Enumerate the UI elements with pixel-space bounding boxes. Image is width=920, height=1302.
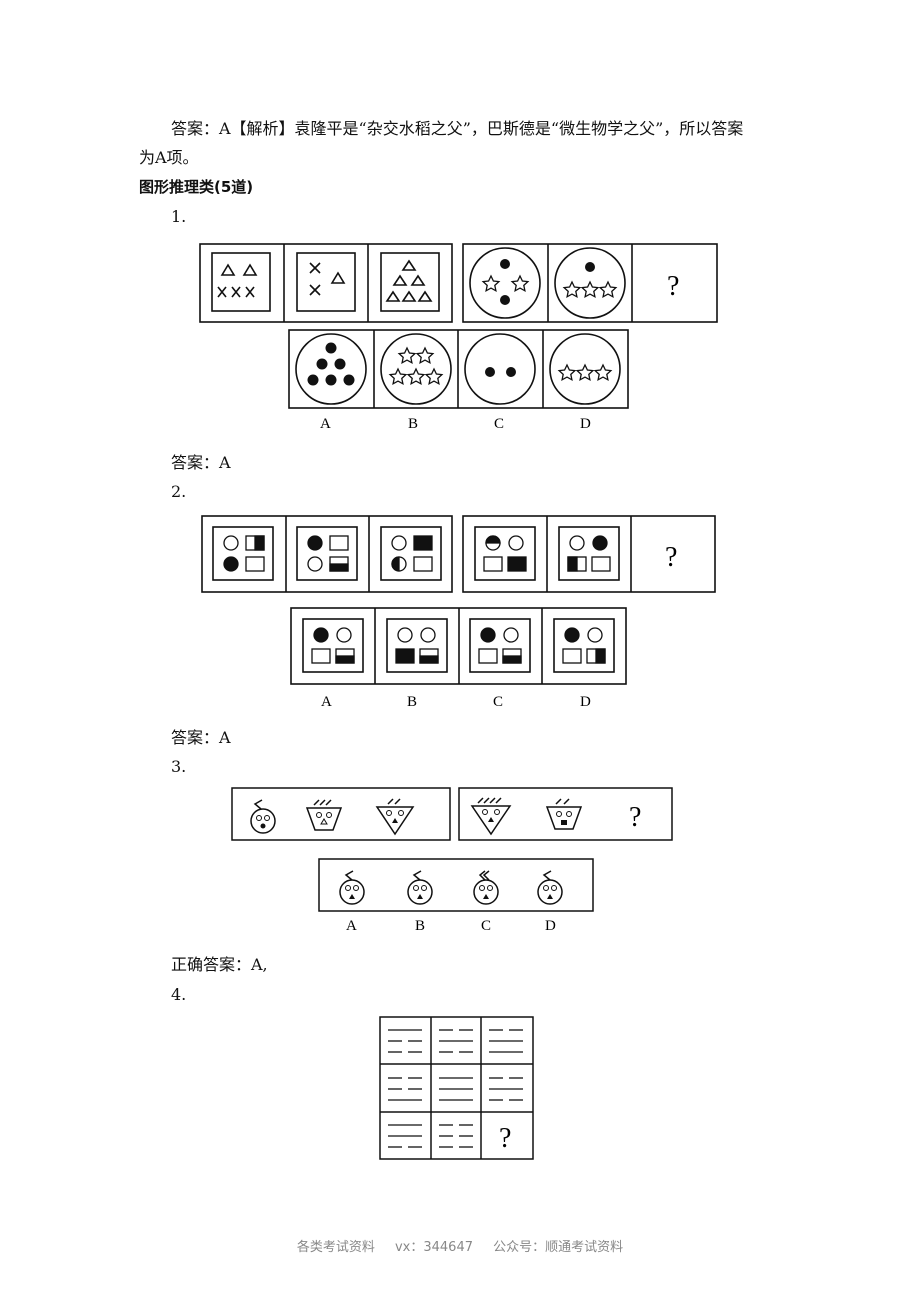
q3-number: 3. [171,757,187,776]
q2-option-c: C [493,694,503,710]
q4-question-mark: ? [499,1123,511,1154]
footer-left: 各类考试资料 [296,1240,375,1255]
q2-option-d: D [580,694,591,710]
page-footer: 各类考试资料 vx：344647 公众号：顺通考试资料 [0,1236,920,1255]
q1-option-a: A [320,416,331,432]
footer-account: 公众号：顺通考试资料 [493,1240,624,1255]
q1-option-c: C [494,416,504,432]
q2-number: 2. [171,482,187,501]
q3-option-c: C [481,918,491,934]
prev-answer-line2: 为A项。 [139,148,199,167]
q3-option-a: A [346,918,357,934]
q2-answer: 答案：A [171,728,231,747]
q3-question-figure: ? A B C D [231,787,673,934]
q3-question-mark: ? [629,802,641,833]
q4-question-figure: ? [379,1016,534,1160]
q1-option-b: B [408,416,418,432]
q1-answer: 答案：A [171,453,231,472]
q2-option-a: A [321,694,332,710]
prev-answer-line1: 答案：A【解析】袁隆平是“杂交水稻之父”，巴斯德是“微生物学之父”，所以答案 [171,119,744,138]
q3-option-b: B [415,918,425,934]
q1-question-figure: ? A B C D [199,243,718,432]
q1-number: 1. [171,207,187,226]
q3-option-d: D [545,918,556,934]
section-title: 图形推理类(5道) [139,178,254,196]
footer-wechat: vx：344647 [394,1240,473,1255]
q1-option-d: D [580,416,591,432]
q2-question-figure: ? A B C D [201,515,716,710]
q4-number: 4. [171,985,187,1004]
q1-question-mark: ? [667,271,679,302]
q2-option-b: B [407,694,417,710]
q3-answer: 正确答案：A, [171,955,268,974]
q2-question-mark: ? [665,542,677,573]
